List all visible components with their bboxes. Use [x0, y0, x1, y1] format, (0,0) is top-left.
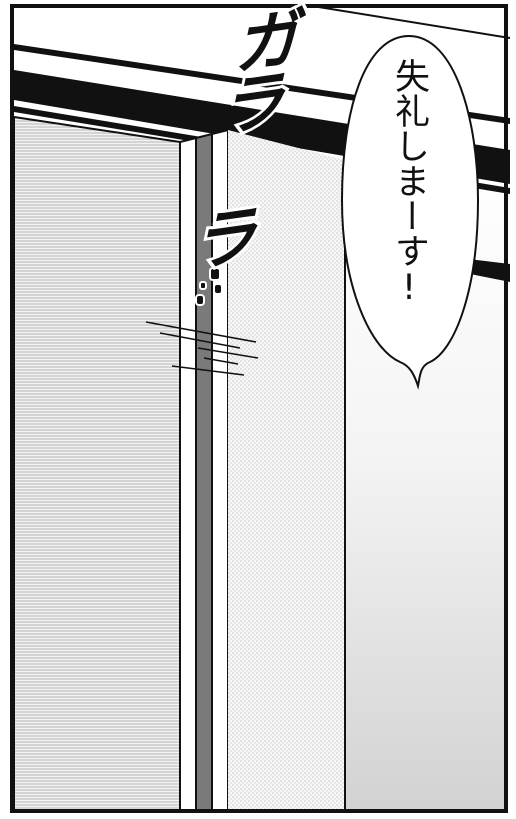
door-frame — [179, 128, 229, 811]
panel-border — [10, 4, 508, 813]
motion-lines — [145, 321, 259, 376]
speech-bubble — [340, 34, 480, 390]
speech-bubble-text: 失礼しまーす! — [389, 58, 429, 308]
doorway-opening — [228, 130, 346, 810]
sfx-dashes — [195, 267, 223, 306]
